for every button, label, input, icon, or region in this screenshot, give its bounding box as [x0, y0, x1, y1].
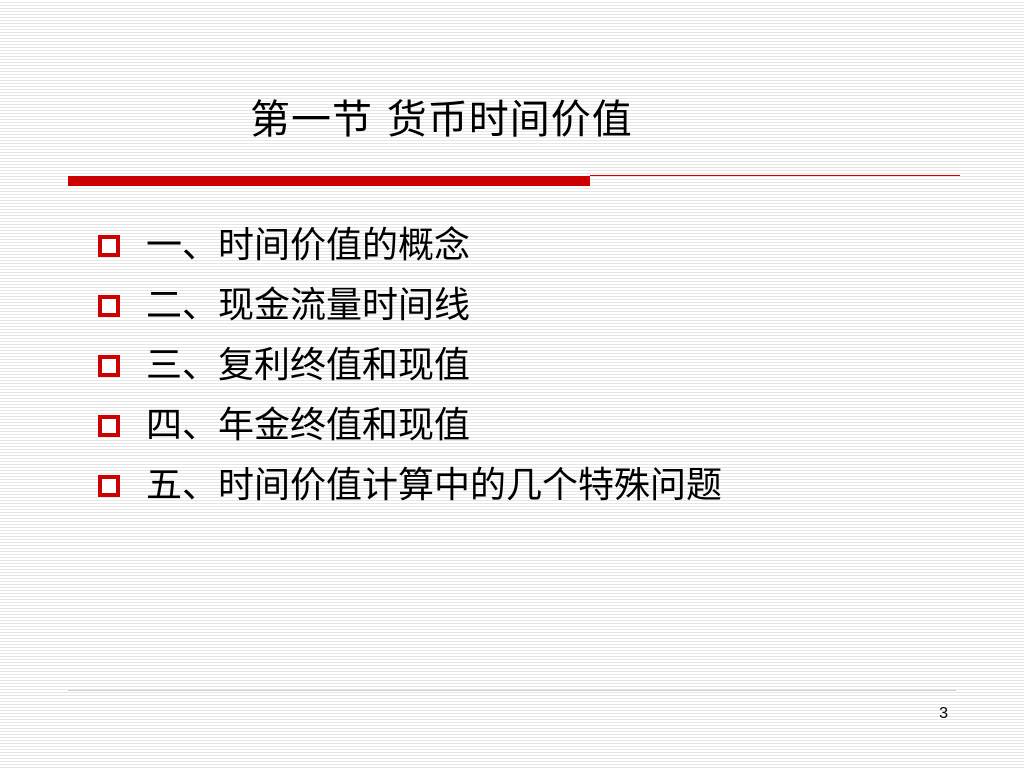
title-underline-thin — [590, 175, 960, 176]
bullet-item-4: 四、年金终值和现值 — [98, 396, 722, 456]
bullet-text-4: 四、年金终值和现值 — [146, 405, 471, 446]
page-number: 3 — [939, 705, 948, 722]
hollow-square-bullet-icon — [98, 475, 120, 497]
hollow-square-bullet-icon — [98, 355, 120, 377]
hollow-square-bullet-icon — [98, 415, 120, 437]
bullet-item-2: 二、现金流量时间线 — [98, 276, 722, 336]
bullet-text-1: 一、时间价值的概念 — [146, 225, 471, 266]
hollow-square-bullet-icon — [98, 235, 120, 257]
bullet-item-5: 五、时间价值计算中的几个特殊问题 — [98, 456, 722, 516]
bullet-text-3: 三、复利终值和现值 — [146, 345, 471, 386]
bullet-text-5: 五、时间价值计算中的几个特殊问题 — [146, 465, 723, 506]
footer-divider — [68, 690, 956, 691]
hollow-square-bullet-icon — [98, 295, 120, 317]
bullet-item-3: 三、复利终值和现值 — [98, 336, 722, 396]
bullet-text-2: 二、现金流量时间线 — [146, 285, 471, 326]
bullet-item-1: 一、时间价值的概念 — [98, 216, 722, 276]
title-underline-thick — [68, 176, 590, 186]
bullet-list: 一、时间价值的概念 二、现金流量时间线 三、复利终值和现值 四、年金终值和现值 … — [98, 216, 722, 516]
slide-title: 第一节 货币时间价值 — [250, 97, 633, 143]
